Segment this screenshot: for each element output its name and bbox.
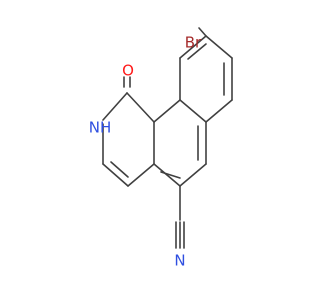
bond-c9-br bbox=[198, 27, 207, 37]
bonds bbox=[102, 27, 233, 249]
bond-c6a-c10a bbox=[179, 99, 207, 123]
atom-label-o: O bbox=[122, 62, 134, 80]
bond-c10a-c10b bbox=[153, 99, 181, 123]
bond-c6a-c7 bbox=[205, 99, 233, 123]
bond-c3-c4 bbox=[102, 163, 129, 187]
atom-label-nh: NH bbox=[89, 119, 112, 137]
bond-c9-c10-inner bbox=[187, 43, 207, 60]
bond-c5-c6 bbox=[179, 163, 207, 187]
bond-c8-c9 bbox=[205, 35, 233, 59]
atom-label-br: Br bbox=[185, 34, 202, 52]
bond-c10b-c1 bbox=[126, 92, 155, 123]
molecule-canvas: Br O NH N bbox=[88, 27, 233, 270]
bond-c4a-c5-inner bbox=[160, 171, 181, 179]
bond-c4a-c5 bbox=[153, 163, 181, 187]
bond-c4-c4a bbox=[127, 163, 155, 187]
bond-c1-n bbox=[102, 92, 128, 121]
atom-label-nitrile-n: N bbox=[174, 252, 185, 270]
molecule-structure: Br O NH N bbox=[89, 27, 233, 270]
bond-c9-c10 bbox=[179, 35, 207, 59]
bond-c3-c4-inner bbox=[110, 161, 129, 178]
